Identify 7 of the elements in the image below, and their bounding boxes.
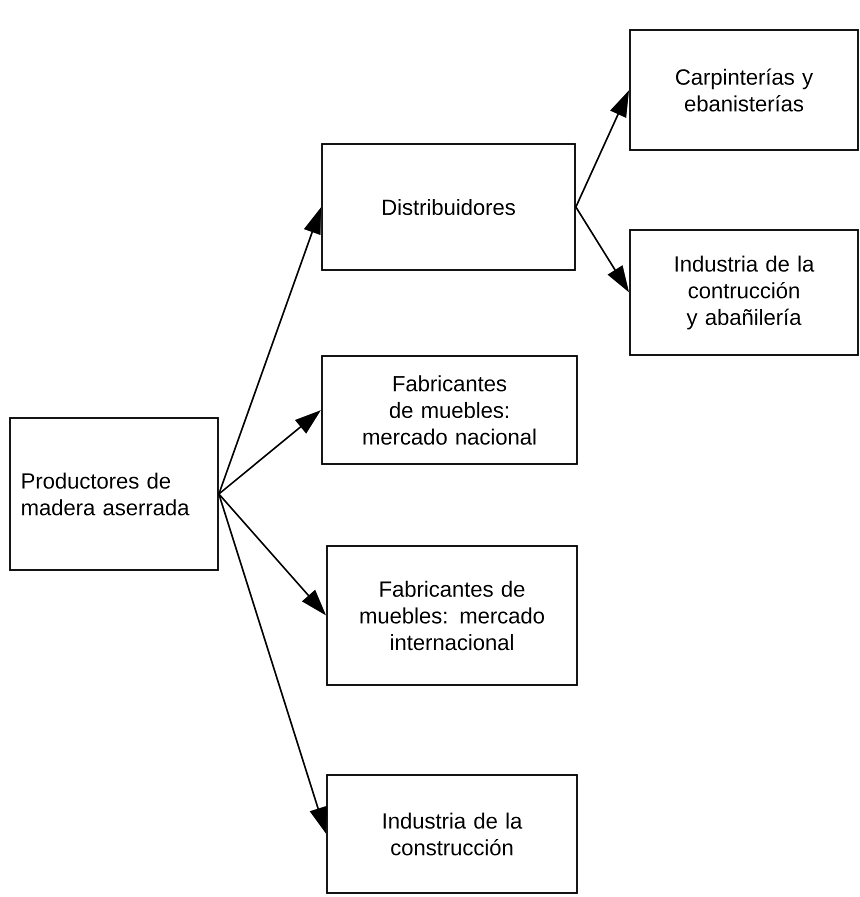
process-box: Distribuidores [321, 143, 576, 271]
process-box: Industria de la contrucción y abañilería [629, 229, 859, 356]
process-box: Productores de madera aserrada [9, 417, 219, 571]
process-box: Fabricantes de muebles: mercado nacional [321, 355, 578, 465]
process-box: Carpinterías y ebanisterías [629, 29, 859, 151]
process-box: Fabricantes de muebles: mercado internacional [326, 545, 578, 686]
process-box: Industria de la construcción [326, 774, 578, 894]
